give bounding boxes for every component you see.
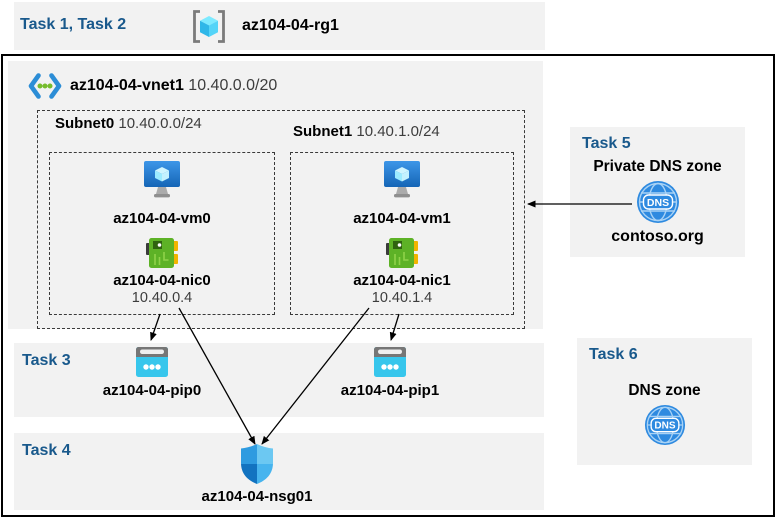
task4-band: Task 4 az104-04-nsg01 (14, 433, 544, 510)
task5-box: Task 5 Private DNS zone DNS contoso.org (570, 127, 745, 257)
dns-icon-text: DNS (654, 421, 675, 432)
subnet0-title: Subnet0 10.40.0.0/24 (55, 115, 202, 132)
dns-zone-icon: DNS (577, 404, 752, 446)
vm1-label: az104-04-vm1 (353, 210, 451, 227)
resource-group-icon (190, 8, 228, 45)
dns-zone-title: DNS zone (628, 382, 701, 399)
public-ip1-icon (310, 346, 470, 378)
nic0-ip: 10.40.0.4 (131, 290, 193, 306)
vnet-title: az104-04-vnet1 10.40.0.0/20 (70, 77, 277, 95)
vnet-panel: az104-04-vnet1 10.40.0.0/20 Subnet0 10.4… (8, 61, 543, 329)
diagram-outer-frame (1, 54, 775, 517)
task6-label: Task 6 (589, 346, 638, 363)
public-ip0-icon (72, 346, 232, 378)
nic0-label: az104-04-nic0 (113, 272, 211, 289)
vnet-cidr: 10.40.0.0/20 (188, 77, 278, 94)
subnet1-name: Subnet1 (293, 123, 353, 140)
subnet1-cidr: 10.40.1.0/24 (356, 123, 440, 140)
pip1-group: az104-04-pip1 (310, 346, 470, 399)
subnet0-name: Subnet0 (55, 115, 115, 132)
subnet1-title: Subnet1 10.40.1.0/24 (293, 123, 440, 140)
pip0-group: az104-04-pip0 (72, 346, 232, 399)
task4-label: Task 4 (22, 442, 71, 459)
pip0-label: az104-04-pip0 (102, 382, 202, 399)
private-dns-zone-title: Private DNS zone (593, 158, 722, 175)
vm1-icon (291, 160, 513, 201)
subnet0-box: az104-04-vm0 az104-04-nic0 10.40.0.4 (49, 152, 275, 315)
private-dns-zone-name: contoso.org (611, 228, 704, 245)
nic1-icon (291, 237, 513, 269)
task3-label: Task 3 (22, 352, 71, 369)
nsg-icon (177, 444, 337, 484)
nsg-label: az104-04-nsg01 (201, 488, 313, 505)
subnet0-cidr: 10.40.0.0/24 (118, 115, 202, 132)
task3-band: Task 3 az104-04-pip0 (14, 343, 544, 417)
task1-2-band: Task 1, Task 2 az104-04-rg1 (14, 2, 545, 50)
dns-icon-text: DNS (646, 197, 668, 209)
nsg-group: az104-04-nsg01 (177, 444, 337, 505)
nic1-label: az104-04-nic1 (353, 272, 451, 289)
vm0-icon (50, 160, 274, 201)
subnet1-box: az104-04-vm1 az104-04-nic1 10.40.1.4 (290, 152, 514, 315)
private-dns-zone-icon: DNS (570, 180, 745, 224)
nic0-icon (50, 237, 274, 269)
task1-2-label: Task 1, Task 2 (20, 16, 127, 33)
vm0-label: az104-04-vm0 (113, 210, 211, 227)
pip1-label: az104-04-pip1 (340, 382, 440, 399)
resource-group-name: az104-04-rg1 (242, 17, 339, 34)
vnet-name: az104-04-vnet1 (70, 77, 184, 94)
vnet-icon (28, 72, 62, 100)
nic1-ip: 10.40.1.4 (371, 290, 433, 306)
task5-label: Task 5 (582, 135, 631, 152)
task6-box: Task 6 DNS zone DNS (577, 338, 752, 465)
